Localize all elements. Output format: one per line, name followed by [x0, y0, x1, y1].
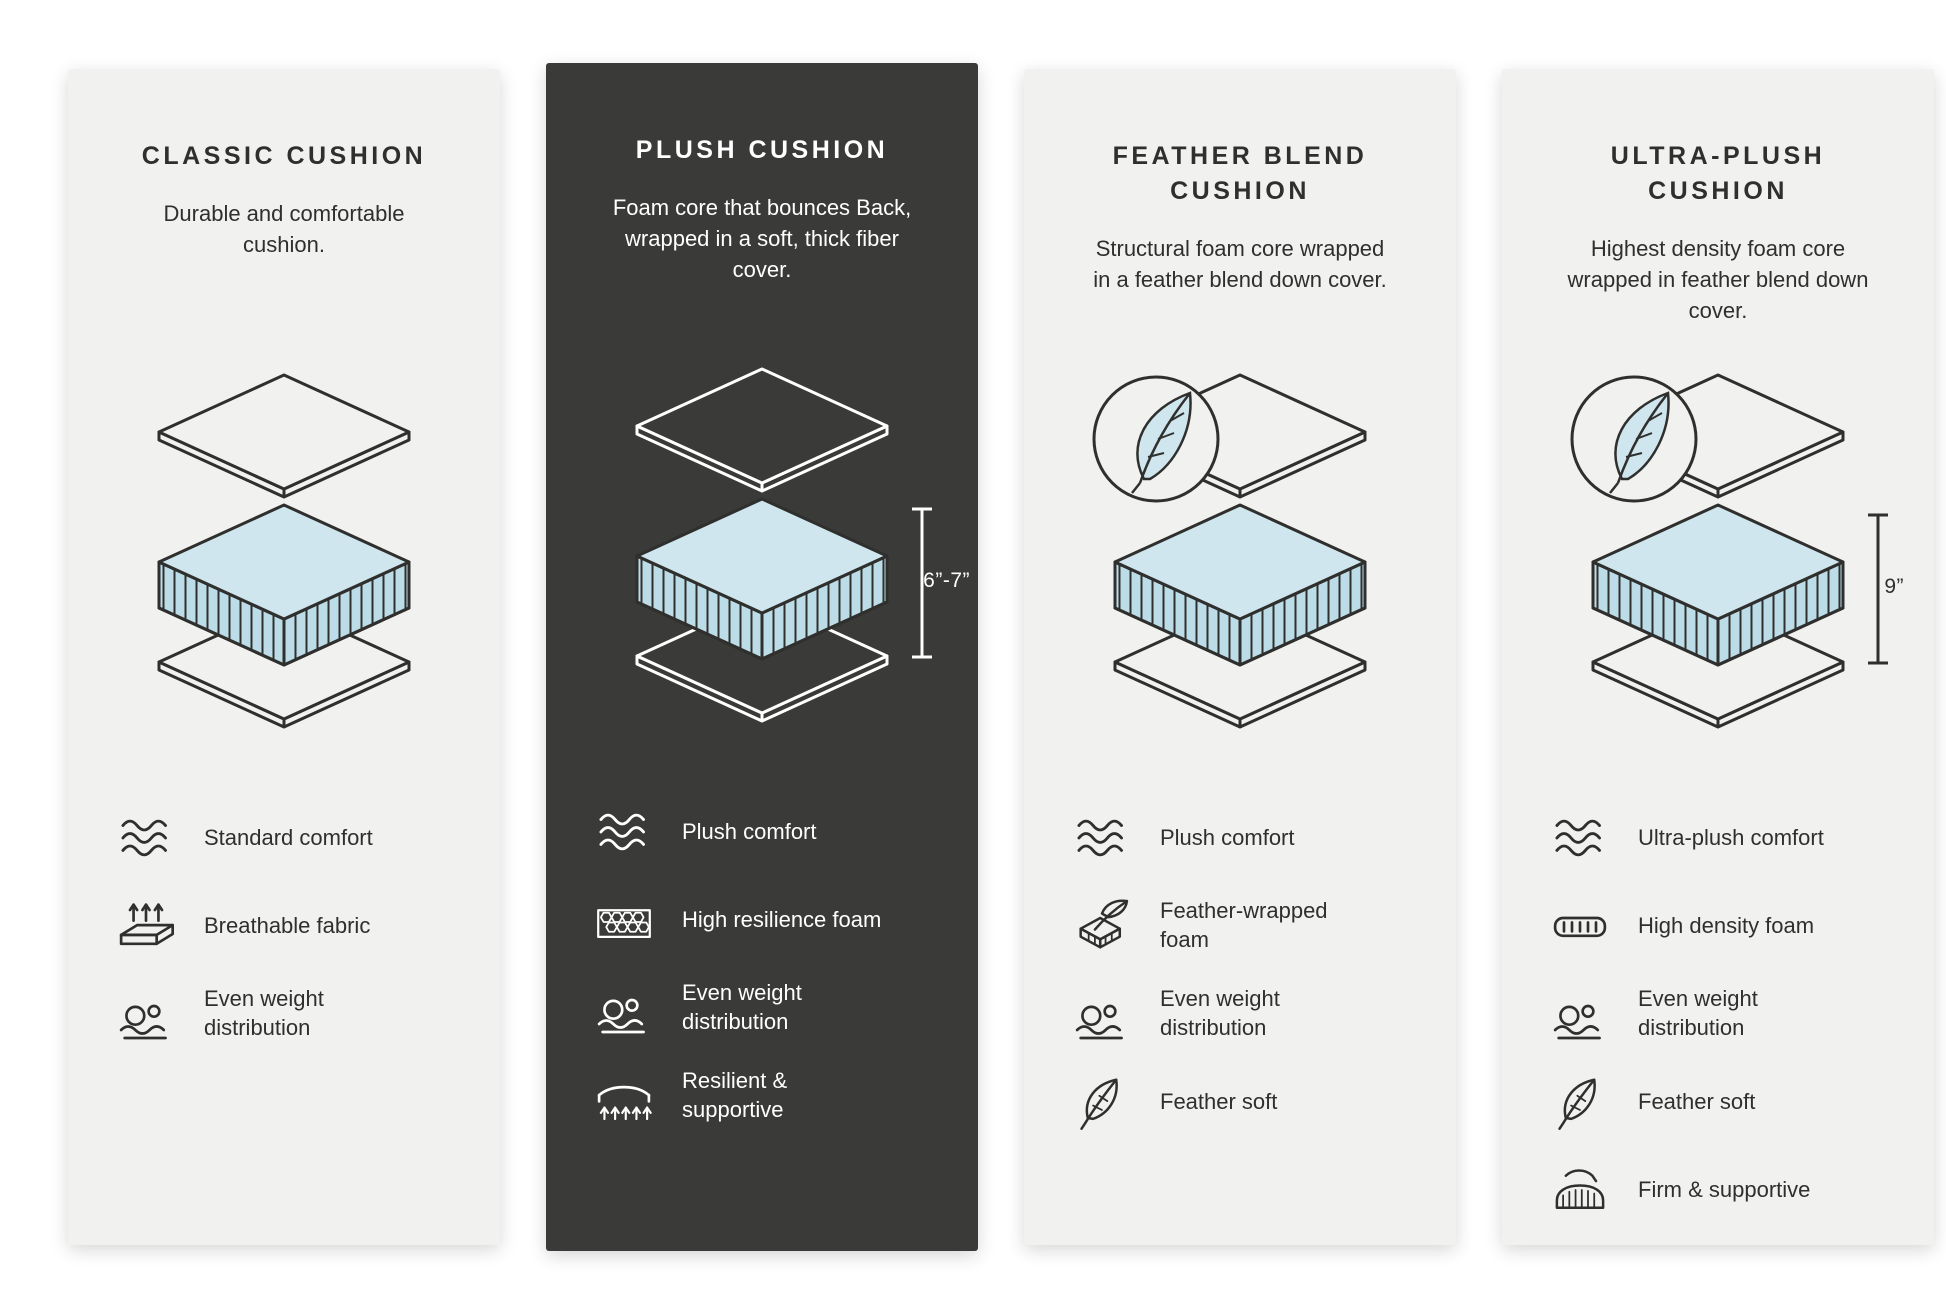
feature-label: Feather soft	[1638, 1088, 1756, 1114]
panel-board: CLASSIC CUSHION Durable and comfortable …	[68, 63, 1934, 1251]
feature-label: Firm & supportive	[1638, 1176, 1811, 1202]
feature-item: Even weight distribution	[1548, 983, 1888, 1045]
feather-badge-icon	[1570, 375, 1698, 503]
panel-header: CLASSIC CUSHION Durable and comfortable …	[114, 139, 454, 339]
panel-title: CLASSIC CUSHION	[141, 142, 427, 170]
feature-item: Feather soft	[1548, 1071, 1888, 1133]
panel-description: Durable and comfortable cushion.	[163, 201, 405, 258]
feature-label: Resilient & supportive	[682, 1068, 788, 1122]
panel-title: FEATHER BLEND CUSHION	[1112, 142, 1368, 205]
even-weight-icon	[597, 998, 645, 1034]
feature-label: Even weight distribution	[1638, 986, 1758, 1040]
panel-header: FEATHER BLEND CUSHION Structural foam co…	[1070, 139, 1410, 339]
feature-item: Ultra-plush comfort	[1548, 807, 1888, 869]
feather-badge-icon	[1092, 375, 1220, 503]
thickness-dimension-label: 6”-7”	[923, 569, 970, 592]
feather-wrapped-foam-icon	[1079, 899, 1129, 949]
cushion-layers-diagram	[1570, 365, 1888, 733]
panel-header: ULTRA-PLUSH CUSHION Highest density foam…	[1548, 139, 1888, 339]
feature-item: Even weight distribution	[1070, 983, 1410, 1045]
feature-item: Even weight distribution	[592, 977, 932, 1039]
feature-item: Resilient & supportive	[592, 1065, 932, 1127]
feature-item: High resilience foam	[592, 889, 932, 951]
feature-label: High density foam	[1638, 912, 1815, 938]
wave-icon	[1555, 819, 1601, 857]
thickness-dimension-label: 9”	[1884, 575, 1904, 598]
feature-label: Even weight distribution	[1160, 986, 1280, 1040]
high-density-foam-icon	[1553, 916, 1607, 938]
feature-label: Even weight distribution	[204, 986, 324, 1040]
feature-item: Breathable fabric	[114, 895, 454, 957]
panel-description: Foam core that bounces Back, wrapped in …	[612, 195, 912, 283]
feature-label: High resilience foam	[682, 906, 882, 932]
feature-list: Standard comfort Breathable fabric Even …	[114, 807, 454, 1045]
panel-classic-cushion: CLASSIC CUSHION Durable and comfortable …	[68, 69, 500, 1245]
cushion-illustration	[114, 339, 454, 759]
feature-item: Plush comfort	[592, 801, 932, 863]
even-weight-icon	[119, 1004, 167, 1040]
resilient-supportive-icon	[597, 1085, 653, 1121]
panel-feather-blend-cushion: FEATHER BLEND CUSHION Structural foam co…	[1024, 69, 1456, 1245]
feature-item: Plush comfort	[1070, 807, 1410, 869]
cushion-layers-diagram	[114, 365, 454, 733]
feature-item: Standard comfort	[114, 807, 454, 869]
cushion-layers-diagram	[1092, 365, 1410, 733]
feature-item: Firm & supportive	[1548, 1159, 1888, 1221]
panel-description: Highest density foam core wrapped in fea…	[1567, 236, 1869, 324]
feature-label: Even weight distribution	[682, 980, 802, 1034]
wave-icon	[599, 813, 645, 851]
feature-list: Ultra-plush comfort High density foam Ev…	[1548, 807, 1888, 1221]
panel-description: Structural foam core wrapped in a feathe…	[1093, 236, 1387, 293]
wave-icon	[121, 819, 167, 857]
feature-label: Feather-wrapped foam	[1160, 898, 1328, 952]
cushion-illustration: 9”	[1548, 339, 1904, 759]
feature-label: Ultra-plush comfort	[1638, 824, 1824, 850]
panel-title: PLUSH CUSHION	[635, 136, 889, 164]
feature-label: Plush comfort	[1160, 824, 1295, 850]
feature-label: Feather soft	[1160, 1088, 1278, 1114]
feature-item: Even weight distribution	[114, 983, 454, 1045]
panel-header: PLUSH CUSHION Foam core that bounces Bac…	[592, 133, 932, 333]
panel-plush-cushion: PLUSH CUSHION Foam core that bounces Bac…	[546, 63, 978, 1251]
even-weight-icon	[1553, 1004, 1601, 1040]
cushion-illustration	[1070, 339, 1410, 759]
feature-label: Plush comfort	[682, 818, 817, 844]
honeycomb-foam-icon	[597, 909, 651, 939]
feature-label: Standard comfort	[204, 824, 373, 850]
breathable-fabric-icon	[119, 903, 175, 946]
feather-icon	[1558, 1078, 1596, 1130]
feature-label: Breathable fabric	[204, 912, 371, 938]
even-weight-icon	[1075, 1004, 1123, 1040]
panel-ultra-plush-cushion: ULTRA-PLUSH CUSHION Highest density foam…	[1502, 69, 1934, 1245]
cushion-illustration: 6”-7”	[592, 333, 970, 753]
firm-supportive-icon	[1555, 1169, 1605, 1210]
feature-list: Plush comfort Feather-wrapped foam Even …	[1070, 807, 1410, 1133]
wave-icon	[1077, 819, 1123, 857]
feather-icon	[1080, 1078, 1118, 1130]
feature-list: Plush comfort High resilience foam Even …	[592, 801, 932, 1127]
panel-title: ULTRA-PLUSH CUSHION	[1610, 142, 1826, 205]
feature-item: Feather soft	[1070, 1071, 1410, 1133]
feature-item: High density foam	[1548, 895, 1888, 957]
feature-item: Feather-wrapped foam	[1070, 895, 1410, 957]
cushion-layers-diagram	[592, 359, 932, 727]
